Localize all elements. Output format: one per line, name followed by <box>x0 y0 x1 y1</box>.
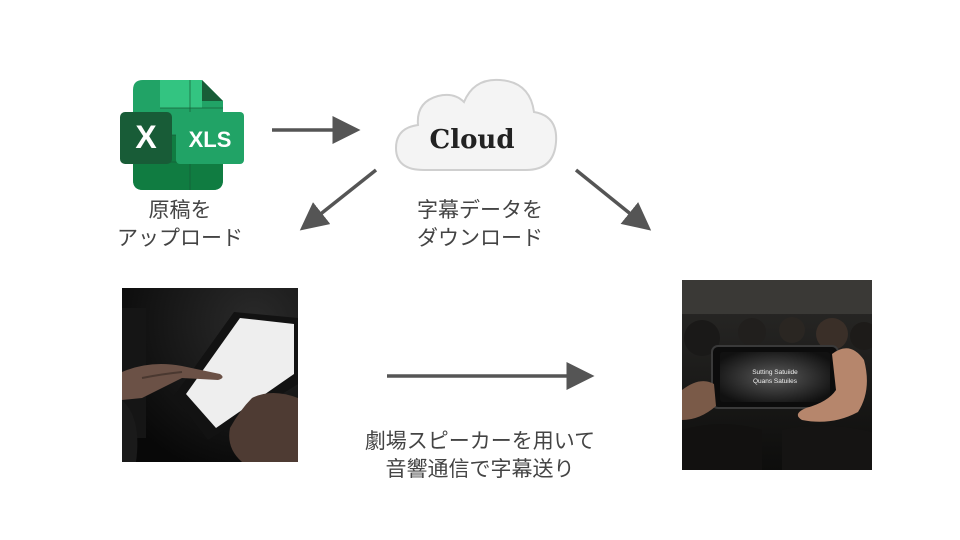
phone-subtitle-line1: Sutting Satuiide <box>752 369 798 376</box>
download-label: 字幕データを ダウンロード <box>380 196 580 252</box>
download-label-line1: 字幕データを <box>417 198 543 222</box>
tablet-hand-photo <box>122 288 298 462</box>
upload-label-line1: 原稿を <box>148 198 212 222</box>
transmit-label: 劇場スピーカーを用いて 音響通信で字幕送り <box>330 427 630 483</box>
excel-xls-text: XLS <box>189 127 232 152</box>
cloud-label: Cloud <box>430 125 515 155</box>
phone-subtitle-line2: Quans Satuiles <box>753 378 798 385</box>
transmit-label-line1: 劇場スピーカーを用いて <box>364 429 596 453</box>
download-label-line2: ダウンロード <box>417 226 543 250</box>
upload-label: 原稿を アップロード <box>100 196 260 252</box>
transmit-label-line2: 音響通信で字幕送り <box>385 457 575 481</box>
upload-label-line2: アップロード <box>117 226 243 250</box>
excel-xls-icon: X XLS <box>120 80 244 190</box>
excel-x-letter: X <box>135 119 157 155</box>
cloud-icon: Cloud <box>390 72 562 176</box>
theater-phone-photo: Sutting Satuiide Quans Satuiles <box>682 280 872 470</box>
arrow-cloud-to-tablet <box>299 168 378 231</box>
arrow-cloud-to-phone <box>574 168 652 231</box>
